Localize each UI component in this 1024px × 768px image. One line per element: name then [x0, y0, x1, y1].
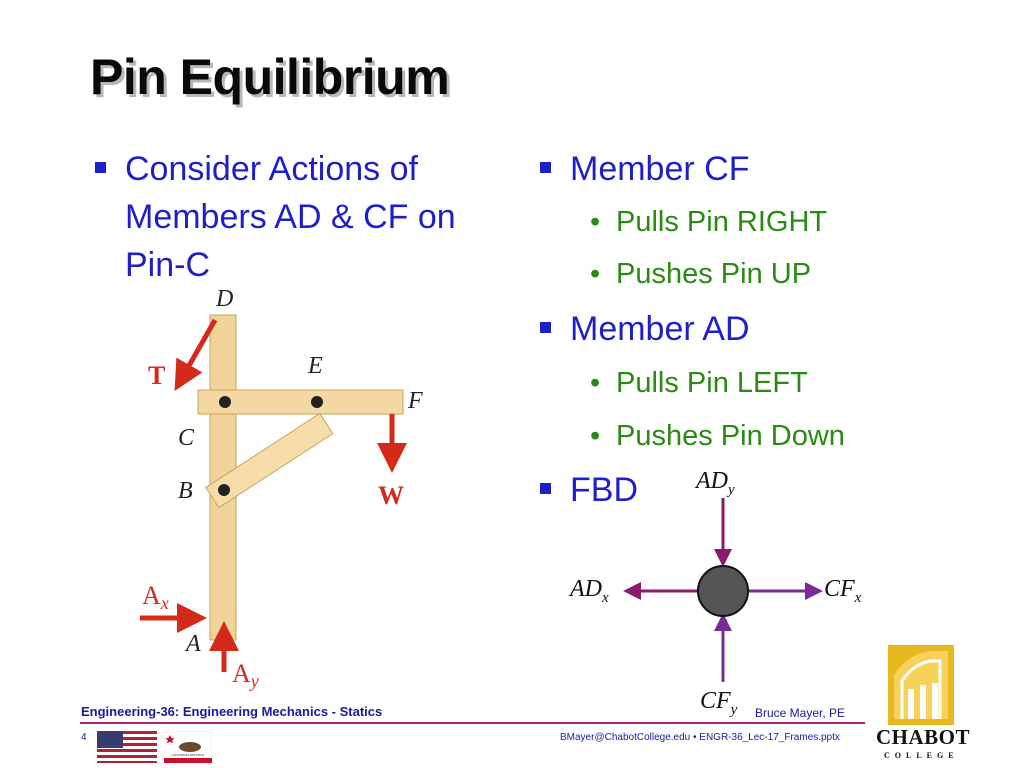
label-ad-x: ADx — [568, 576, 609, 606]
pin-b — [218, 484, 230, 496]
horizontal-member — [197, 389, 404, 415]
bullet-member-cf-text: Member CF — [570, 150, 750, 188]
label-c: C — [178, 425, 195, 451]
sub-bullet-text: Pulls Pin LEFT — [616, 367, 808, 399]
pin-c — [219, 396, 231, 408]
bullet-fbd-text: FBD — [570, 471, 638, 509]
sub-bullet-cf-2: • Pushes Pin UP — [590, 256, 812, 292]
footer-divider — [80, 722, 865, 724]
label-cf-y: CFy — [700, 688, 738, 718]
left-bullet-text: Consider Actions of Members AD & CF on P… — [125, 150, 456, 284]
us-flag-icon — [97, 731, 157, 763]
label-w: W — [378, 481, 404, 510]
dot-bullet-icon: • — [590, 367, 601, 399]
label-a: A — [184, 631, 201, 657]
dot-bullet-icon: • — [590, 206, 601, 238]
dot-bullet-icon: • — [590, 420, 601, 452]
footer-author: Bruce Mayer, PE — [755, 706, 846, 720]
square-bullet-icon — [95, 162, 106, 173]
label-ad-y: ADy — [694, 468, 735, 498]
sub-bullet-text: Pulls Pin RIGHT — [616, 206, 828, 238]
california-flag-icon: CALIFORNIA REPUBLIC — [164, 731, 212, 763]
bullet-member-ad: Member AD — [540, 305, 750, 353]
svg-text:CALIFORNIA REPUBLIC: CALIFORNIA REPUBLIC — [171, 753, 204, 757]
chabot-logo-text: CHABOT — [876, 725, 971, 749]
label-ay: Ay — [232, 659, 259, 691]
bullet-fbd: FBD — [540, 466, 638, 514]
square-bullet-icon — [540, 322, 551, 333]
tension-arrow — [174, 318, 218, 392]
sub-bullet-ad-1: • Pulls Pin LEFT — [590, 365, 808, 401]
footer-course: Engineering-36: Engineering Mechanics - … — [81, 704, 383, 719]
label-ax: Ax — [142, 581, 169, 613]
square-bullet-icon — [540, 483, 551, 494]
sub-bullet-text: Pushes Pin UP — [616, 258, 812, 290]
college-logo-text: COLLEGE — [884, 751, 959, 760]
label-b: B — [178, 478, 193, 504]
label-d: D — [215, 286, 233, 312]
fbd-pin — [697, 565, 749, 617]
label-cf-x: CFx — [824, 576, 862, 606]
slide-title: Pin Equilibrium — [90, 49, 450, 105]
pin-e — [311, 396, 323, 408]
label-e: E — [307, 353, 323, 379]
sub-bullet-cf-1: • Pulls Pin RIGHT — [590, 204, 828, 240]
fbd-diagram: ADy ADx CFx CFy — [568, 468, 862, 718]
page-number: 4 — [81, 732, 87, 743]
label-f: F — [407, 388, 423, 414]
dot-bullet-icon: • — [590, 258, 601, 290]
frame-figure: D E F C B A T W Ax Ay — [140, 286, 423, 691]
sub-bullet-text: Pushes Pin Down — [616, 420, 845, 452]
square-bullet-icon — [540, 162, 551, 173]
left-bullet: Consider Actions of Members AD & CF on P… — [95, 145, 495, 289]
diagonal-member — [205, 412, 334, 509]
footer-email: BMayer@ChabotCollege.edu • ENGR-36_Lec-1… — [560, 732, 840, 743]
label-t: T — [148, 361, 165, 390]
sub-bullet-ad-2: • Pushes Pin Down — [590, 418, 845, 454]
bullet-member-ad-text: Member AD — [570, 310, 750, 348]
bullet-member-cf: Member CF — [540, 145, 750, 193]
chabot-logo-icon — [888, 645, 954, 725]
